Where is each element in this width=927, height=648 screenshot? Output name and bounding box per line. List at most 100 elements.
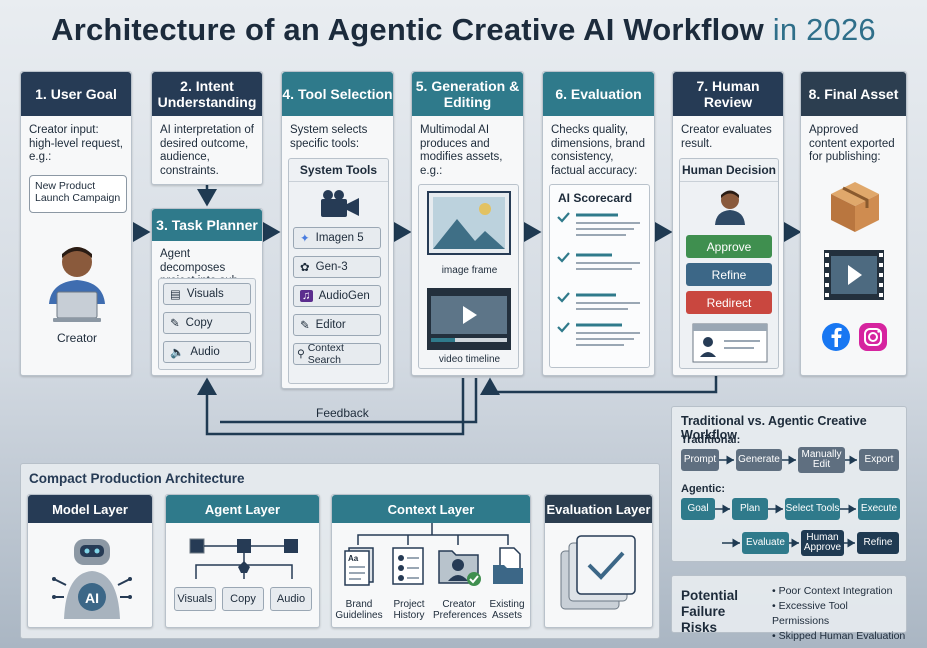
- agent-layer: Agent Layer Visuals Copy Audio: [165, 494, 320, 628]
- project-history-icon: [392, 547, 424, 585]
- existing-assets-icon: [493, 547, 523, 584]
- agentic-step-select-tools: Select Tools: [785, 498, 840, 520]
- step-description: AI interpretation of desired outcome, au…: [160, 124, 254, 177]
- risk-item: • Excessive Tool Permissions: [772, 600, 848, 627]
- subtask-visuals[interactable]: ▤Visuals: [163, 283, 251, 305]
- brand-guidelines-label: Brand Guidelines: [335, 599, 383, 621]
- scorecard-title: AI Scorecard: [558, 191, 633, 205]
- instagram-icon[interactable]: [858, 322, 888, 352]
- trad-step-export: Export: [859, 449, 899, 471]
- traditional-label: Traditional:: [681, 434, 741, 446]
- comparison-arrows: [715, 455, 857, 548]
- reviewer-icon: [715, 190, 745, 225]
- trad-step-manually-edit: Manually Edit: [798, 447, 845, 473]
- feedback-label: Feedback: [316, 406, 369, 420]
- video-camera-icon: [321, 190, 359, 217]
- step-task-planner: 3. Task Planner Agent decomposes project…: [151, 208, 263, 376]
- search-icon: ⚲: [297, 348, 305, 360]
- page-title: Architecture of an Agentic Creative AI W…: [51, 12, 876, 47]
- creator-preferences-icon: [438, 550, 481, 586]
- failure-risks-title: Potential Failure Risks: [681, 588, 739, 635]
- tool-editor[interactable]: ✎Editor: [293, 314, 381, 336]
- tool-context-search[interactable]: ⚲Context Search: [293, 342, 381, 366]
- agentic-step-human-approve: Human Approve: [801, 530, 844, 556]
- risk-item: • Skipped Human Evaluation: [772, 630, 906, 642]
- human-decision-title: Human Decision: [680, 159, 778, 182]
- facebook-icon[interactable]: [821, 322, 851, 352]
- video-timeline-icon: [427, 288, 511, 350]
- agentic-step-execute: Execute: [858, 498, 900, 520]
- project-history-label: Project History: [393, 599, 425, 621]
- failure-risks-list: • Poor Context Integration • Excessive T…: [772, 584, 906, 644]
- robot-ai-icon: [52, 539, 132, 619]
- human-decision-box: Human Decision Approve Refine Redirect: [679, 158, 779, 369]
- feedback-loop-outer: [197, 377, 465, 436]
- step-title: 3. Task Planner: [152, 209, 262, 241]
- video-timeline-caption: video timeline: [438, 354, 501, 365]
- system-tools-title: System Tools: [289, 159, 388, 182]
- speaker-icon: 🔈: [170, 347, 185, 359]
- agent-visuals[interactable]: Visuals: [174, 587, 216, 611]
- step-description: Creator evaluates result.: [681, 124, 772, 150]
- approve-button[interactable]: Approve: [686, 235, 772, 258]
- agent-audio[interactable]: Audio: [270, 587, 312, 611]
- request-bubble: New Product Launch Campaign: [29, 175, 127, 213]
- agentic-step-evaluate: Evaluate: [742, 532, 789, 554]
- subtask-copy[interactable]: ✎Copy: [163, 312, 251, 334]
- step-generation-editing: 5. Generation & Editing Multimodal AI pr…: [411, 71, 524, 376]
- music-icon: ♫: [300, 290, 313, 302]
- trad-step-prompt: Prompt: [681, 449, 719, 471]
- trad-step-generate: Generate: [736, 449, 782, 471]
- step-description: Multimodal AI produces and modifies asse…: [420, 124, 503, 177]
- agent-copy[interactable]: Copy: [222, 587, 264, 611]
- agentic-step-plan: Plan: [732, 498, 768, 520]
- creator-preferences-label: Creator Preferences: [433, 599, 487, 621]
- model-layer: Model Layer AI: [27, 494, 153, 628]
- layer-title: Evaluation Layer: [545, 495, 652, 523]
- step-description: Creator input: high-level request, e.g.:: [29, 124, 123, 163]
- subtask-list: ▤Visuals ✎Copy 🔈Audio: [158, 278, 256, 370]
- step-description: Checks quality, dimensions, brand consis…: [551, 124, 645, 177]
- agent-network-diagram: [189, 538, 298, 579]
- video-file-icon: [824, 250, 884, 300]
- feedback-loop-inner: [220, 378, 478, 424]
- layer-title: Model Layer: [28, 495, 152, 523]
- subtask-audio[interactable]: 🔈Audio: [163, 341, 251, 363]
- step-title: 5. Generation & Editing: [412, 72, 523, 116]
- risk-item: • Poor Context Integration: [772, 585, 893, 597]
- step-title: 8. Final Asset: [801, 72, 906, 116]
- failure-risks-panel: Potential Failure Risks • Poor Context I…: [671, 575, 907, 642]
- package-icon: [831, 182, 879, 232]
- step-description: System selects specific tools:: [290, 124, 368, 150]
- creator-caption: Creator: [56, 331, 97, 345]
- tool-gen3[interactable]: ✿Gen-3: [293, 256, 381, 278]
- existing-assets-label: Existing Assets: [489, 599, 525, 621]
- context-connector: [357, 523, 509, 545]
- step-title: 4. Tool Selection: [282, 72, 393, 116]
- tool-audiogen[interactable]: ♫AudioGen: [293, 285, 381, 307]
- agentic-step-goal: Goal: [681, 498, 715, 520]
- layer-title: Context Layer: [332, 495, 530, 523]
- context-layer: Context Layer Aa Brand Guidelines Projec…: [331, 494, 531, 628]
- edit-icon: ✎: [170, 318, 180, 330]
- tool-imagen[interactable]: ✦Imagen 5: [293, 227, 381, 249]
- step-human-review: 7. Human Review Creator evaluates result…: [672, 71, 784, 376]
- step-user-goal: 1. User Goal Creator input: high-level r…: [20, 71, 132, 376]
- brand-guidelines-icon: [344, 547, 374, 586]
- asset-preview-box: image frame video timeline: [418, 184, 519, 369]
- image-icon: ▤: [170, 289, 181, 301]
- scorecard-checklist: [557, 212, 640, 346]
- compact-architecture-panel: Compact Production Architecture Model La…: [20, 463, 660, 639]
- compact-architecture-title: Compact Production Architecture: [29, 471, 245, 486]
- workflow-comparison-panel: Traditional vs. Agentic Creative Workflo…: [671, 406, 907, 562]
- ai-scorecard: AI Scorecard: [549, 184, 650, 368]
- step-final-asset: 8. Final Asset Approved content exported…: [800, 71, 907, 376]
- refine-button[interactable]: Refine: [686, 263, 772, 286]
- comparison-title: Traditional vs. Agentic Creative Workflo…: [681, 414, 867, 442]
- step-description: Approved content exported for publishing…: [809, 124, 895, 163]
- image-frame-icon: [427, 191, 511, 255]
- evaluation-layer: Evaluation Layer: [544, 494, 653, 628]
- layer-title: Agent Layer: [166, 495, 319, 523]
- step-title: 1. User Goal: [21, 72, 131, 116]
- redirect-button[interactable]: Redirect: [686, 291, 772, 314]
